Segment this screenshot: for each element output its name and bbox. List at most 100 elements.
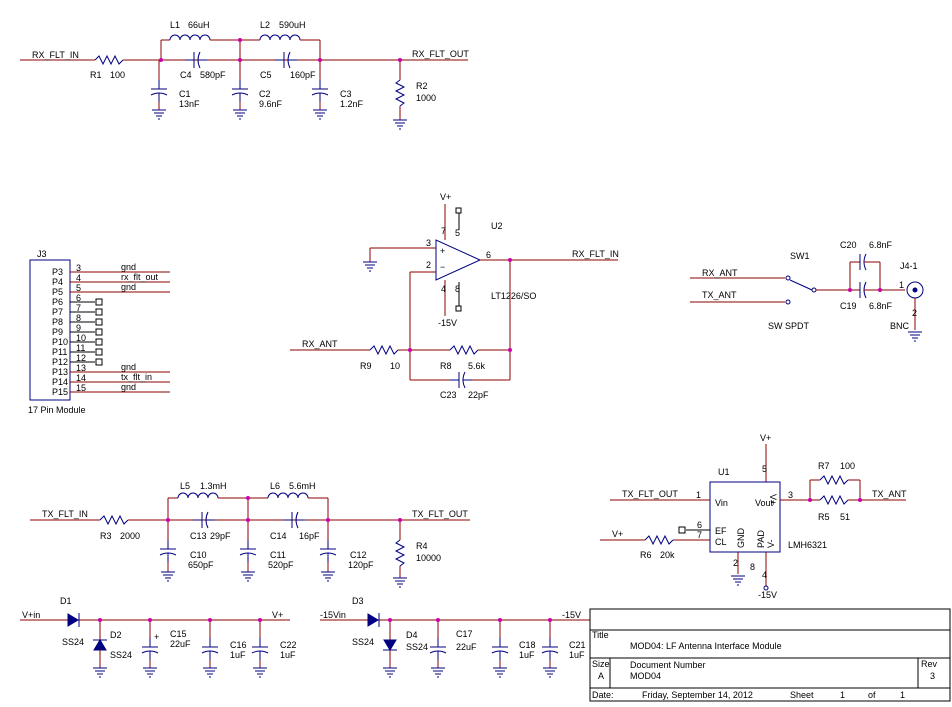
component-ref: C1 (179, 89, 191, 99)
component-value: 650pF (188, 560, 214, 570)
component-value: SS24 (110, 650, 132, 660)
component-ref: C5 (260, 70, 272, 80)
rev-value: 3 (930, 671, 935, 681)
component-ref: C3 (340, 89, 352, 99)
component-value: 1uF (519, 650, 535, 660)
component-value: LT1226/SO (491, 291, 536, 301)
net-label: RX_FLT_IN (32, 50, 79, 60)
component-ref: L2 (260, 20, 270, 30)
component-value: 13nF (179, 99, 200, 109)
component-value: 100 (840, 461, 855, 471)
component-value: 6.8nF (869, 301, 893, 311)
plus-sign: + (440, 246, 445, 256)
component-ref: C20 (840, 240, 857, 250)
date-value: Friday, September 14, 2012 (642, 690, 753, 700)
pin-number: 2 (912, 308, 917, 318)
polarity-mark: + (154, 632, 159, 642)
pin-number: 1 (696, 490, 701, 500)
resistor-r9 (369, 344, 399, 356)
ic-u1 (709, 481, 781, 553)
component-value: 10000 (416, 553, 441, 563)
of-label: of (868, 690, 876, 700)
j3-pin-name: P9 (52, 327, 63, 337)
pin-label: EF (715, 526, 727, 536)
title-block: Title MOD04: LF Antenna Interface Module… (589, 608, 951, 702)
net-label: TX_ANT (872, 489, 907, 499)
net-label: RX_ANT (702, 268, 738, 278)
j3-pin-number: 5 (76, 283, 81, 293)
component-ref: C15 (170, 629, 187, 639)
j3-pin-number: 6 (76, 293, 81, 303)
j3-pin-name: P15 (52, 387, 68, 397)
component-value: SS24 (406, 642, 428, 652)
component-ref: R7 (818, 461, 830, 471)
pin-label: Vout (755, 498, 774, 508)
component-ref: C21 (569, 640, 586, 650)
capacitor-c12 (319, 539, 337, 563)
capacitor-c17 (429, 637, 447, 661)
component-value: 51 (840, 512, 850, 522)
pin-number: 4 (762, 570, 767, 580)
component-ref: C22 (280, 640, 297, 650)
pin-number: 4 (441, 284, 446, 294)
title-label: Title (592, 630, 609, 640)
component-value: 6.8nF (869, 240, 893, 250)
j3-pin-number: 10 (76, 333, 86, 343)
net-label: RX_FLT_IN (572, 249, 619, 259)
net-label: TX_FLT_OUT (412, 509, 468, 519)
pin-number: 7 (697, 530, 702, 540)
opamp-u2 (435, 239, 482, 281)
j3-pin-name: P4 (52, 277, 63, 287)
net-label: V+ (272, 610, 283, 620)
pin-label: PAD (756, 530, 766, 548)
switch-sw1 (789, 279, 813, 291)
component-ref: C12 (350, 550, 367, 560)
j3-net-label: rx_flt_out (121, 272, 159, 282)
size-label: Size (592, 659, 610, 669)
j3-pin-name: P13 (52, 367, 68, 377)
component-value: 160pF (290, 70, 316, 80)
inductor-l6 (267, 492, 309, 499)
inductor-l1 (169, 34, 211, 41)
component-ref: C10 (190, 550, 207, 560)
j3-net-label: gnd (121, 382, 136, 392)
capacitor-c16 (201, 637, 219, 661)
j3-pin-number: 11 (76, 343, 85, 353)
docnum-value: MOD04 (630, 671, 661, 681)
sheet-value: 1 (840, 690, 845, 700)
resistor-r3 (99, 514, 129, 526)
component-value: 120pF (348, 560, 374, 570)
component-ref: L6 (270, 481, 280, 491)
component-ref: C2 (259, 89, 271, 99)
net-label: -15V (562, 610, 581, 620)
net-label: RX_ANT (302, 339, 338, 349)
j3-pin-number: 15 (76, 383, 86, 393)
component-value: 10 (390, 361, 400, 371)
component-value: 520pF (268, 560, 294, 570)
component-ref: D2 (110, 630, 122, 640)
size-value: A (598, 671, 604, 681)
negative-supply: -15Vin D3 SS24 -15V D4 SS24 C17 22uF C18… (320, 596, 590, 678)
j3-pin-number: 7 (76, 303, 81, 313)
component-ref: C17 (456, 629, 473, 639)
j3-net-label: gnd (121, 362, 136, 372)
component-ref: C14 (270, 531, 287, 541)
component-ref: C13 (190, 531, 207, 541)
component-ref: C4 (180, 70, 192, 80)
capacitor-c21 (541, 637, 559, 661)
component-ref: L5 (180, 481, 190, 491)
j3-pin-name: P12 (52, 357, 68, 367)
positive-supply: V+in D1 SS24 V+ D2 SS24 + C15 22uF C16 1… (20, 596, 297, 678)
component-value: 100 (110, 70, 125, 80)
j3-net-label: gnd (121, 262, 136, 272)
of-value: 1 (900, 690, 905, 700)
component-value: BNC (890, 321, 910, 331)
minus-sign: − (440, 262, 445, 272)
j3-pin-name: P10 (52, 337, 68, 347)
pin-number: 7 (441, 226, 446, 236)
j3-pin-name: P6 (52, 297, 63, 307)
